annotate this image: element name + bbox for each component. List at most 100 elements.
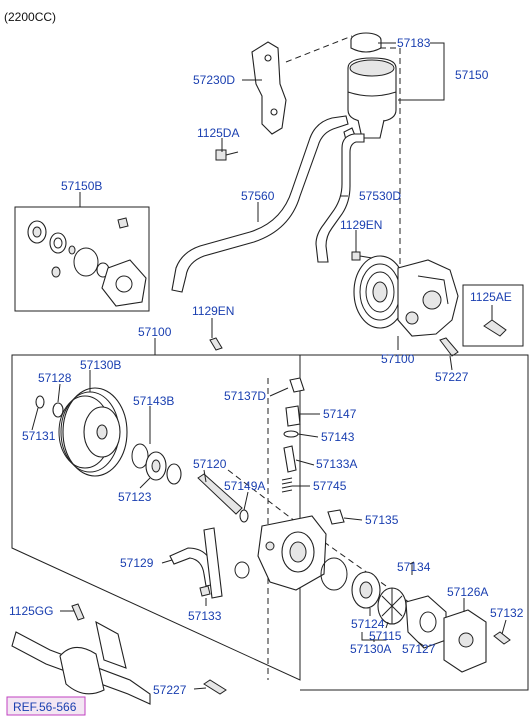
lower-clamp bbox=[95, 620, 127, 669]
label-57127[interactable]: 57127 bbox=[402, 642, 436, 656]
label-57124[interactable]: 57124 bbox=[351, 617, 385, 631]
label-57120[interactable]: 57120 bbox=[193, 457, 227, 471]
label-57115[interactable]: 57115 bbox=[369, 629, 402, 643]
label-57147[interactable]: 57147 bbox=[323, 407, 357, 421]
kit-57150b-box bbox=[14, 206, 150, 312]
leader-57227-top bbox=[449, 355, 453, 371]
plate-57127 bbox=[405, 595, 447, 649]
label-1125da[interactable]: 1125DA bbox=[197, 126, 239, 140]
snap-ring-57143b bbox=[131, 443, 149, 469]
rotor-vanes bbox=[381, 588, 403, 624]
label-57150b[interactable]: 57150B bbox=[61, 179, 102, 193]
pump-port-1 bbox=[422, 290, 442, 310]
bolt-57227-bottom bbox=[203, 679, 227, 695]
label-57132[interactable]: 57132 bbox=[490, 606, 524, 620]
kit-57150b bbox=[14, 206, 150, 312]
leader-57120 bbox=[203, 469, 207, 483]
kit-bearing bbox=[49, 232, 67, 254]
cam-ring-inner bbox=[359, 581, 373, 599]
bolt-1129en-upper-shaft bbox=[359, 255, 373, 259]
label-57150[interactable]: 57150 bbox=[455, 68, 489, 82]
label-57133a[interactable]: 57133A bbox=[316, 457, 357, 471]
label-1129en-lower[interactable]: 1129EN bbox=[192, 304, 234, 318]
ref-link[interactable]: REF.56-566 bbox=[13, 700, 77, 714]
pump-edge bbox=[417, 275, 449, 305]
label-57227-top[interactable]: 57227 bbox=[435, 370, 469, 384]
bolt-57132 bbox=[493, 631, 511, 645]
pulley-57130b bbox=[35, 387, 128, 477]
oring-57143 bbox=[283, 430, 299, 438]
kit-gasket-hole bbox=[115, 275, 133, 293]
leader-57129 bbox=[161, 559, 173, 564]
kit-bearing-inner bbox=[53, 237, 63, 249]
fitting-57135 bbox=[327, 509, 345, 525]
label-57560[interactable]: 57560 bbox=[241, 189, 275, 203]
bracket-hole-1 bbox=[264, 54, 272, 62]
lower-bracket bbox=[59, 646, 105, 695]
bolt-57133 bbox=[199, 585, 211, 597]
label-57129[interactable]: 57129 bbox=[120, 556, 154, 570]
label-1125ae[interactable]: 1125AE bbox=[470, 290, 512, 304]
label-57183[interactable]: 57183 bbox=[397, 36, 431, 50]
leader-57132 bbox=[501, 619, 507, 635]
pulley-hub bbox=[96, 424, 108, 440]
pump-assembly-top bbox=[351, 251, 459, 357]
label-57131[interactable]: 57131 bbox=[22, 429, 56, 443]
kit-seal-inner bbox=[32, 226, 42, 238]
valve-57133a bbox=[283, 445, 297, 473]
label-1125gg[interactable]: 1125GG bbox=[9, 604, 53, 618]
housing-bore-inner bbox=[289, 541, 307, 563]
bolt-57227-top bbox=[439, 337, 459, 357]
label-57134[interactable]: 57134 bbox=[397, 560, 431, 574]
label-57143b[interactable]: 57143B bbox=[133, 394, 174, 408]
reservoir-group bbox=[215, 32, 401, 270]
oring-57134-side bbox=[234, 561, 250, 579]
label-57126a[interactable]: 57126A bbox=[447, 585, 488, 599]
leader-57131 bbox=[31, 407, 39, 431]
box-1125ae-frame bbox=[462, 284, 524, 347]
plug-57147 bbox=[285, 405, 301, 427]
label-57123[interactable]: 57123 bbox=[118, 490, 152, 504]
suction-hose-57530d bbox=[315, 133, 365, 263]
leader-57123 bbox=[139, 477, 151, 489]
label-57227-bottom[interactable]: 57227 bbox=[153, 683, 187, 697]
exploded-frame-right bbox=[300, 354, 529, 691]
leader-57128 bbox=[57, 383, 61, 403]
spring-57745 bbox=[281, 477, 293, 493]
ring-57149a bbox=[239, 509, 249, 523]
label-57745[interactable]: 57745 bbox=[313, 479, 347, 493]
leader-57135 bbox=[343, 517, 363, 521]
leader-lines bbox=[31, 42, 507, 690]
leader-57150 bbox=[398, 42, 445, 101]
washer-57128 bbox=[52, 402, 64, 418]
label-57130a[interactable]: 57130A bbox=[350, 642, 391, 656]
kit-oring-large bbox=[73, 247, 99, 277]
return-hose-57560 bbox=[171, 115, 349, 293]
leader-57149a bbox=[243, 491, 249, 511]
exploded-frame-left bbox=[11, 354, 301, 681]
label-57130b[interactable]: 57130B bbox=[80, 358, 121, 372]
label-57100-lower[interactable]: 57100 bbox=[138, 325, 172, 339]
housing-port bbox=[265, 541, 275, 551]
fitting-57137d bbox=[289, 377, 305, 393]
pin-57134 bbox=[409, 561, 415, 565]
reservoir-band bbox=[347, 91, 397, 97]
shaft-57120 bbox=[197, 473, 243, 515]
label-57135[interactable]: 57135 bbox=[365, 513, 399, 527]
oring-large bbox=[320, 557, 348, 591]
leader-57137d bbox=[269, 387, 289, 397]
label-57137d[interactable]: 57137D bbox=[224, 389, 266, 403]
label-57230d[interactable]: 57230D bbox=[193, 73, 235, 87]
bolt-1125da-shaft bbox=[225, 151, 239, 156]
label-57133[interactable]: 57133 bbox=[188, 609, 222, 623]
label-57149a[interactable]: 57149A bbox=[224, 479, 265, 493]
reservoir-to-pump-dash bbox=[380, 47, 401, 270]
label-57530d[interactable]: 57530D bbox=[359, 189, 401, 203]
leader-57227-bottom bbox=[193, 687, 207, 690]
bearing-inner bbox=[151, 459, 161, 473]
label-57143[interactable]: 57143 bbox=[321, 430, 355, 444]
label-1129en-upper[interactable]: 1129EN bbox=[340, 218, 382, 232]
label-57100-upper[interactable]: 57100 bbox=[381, 352, 415, 366]
label-57128[interactable]: 57128 bbox=[38, 371, 72, 385]
